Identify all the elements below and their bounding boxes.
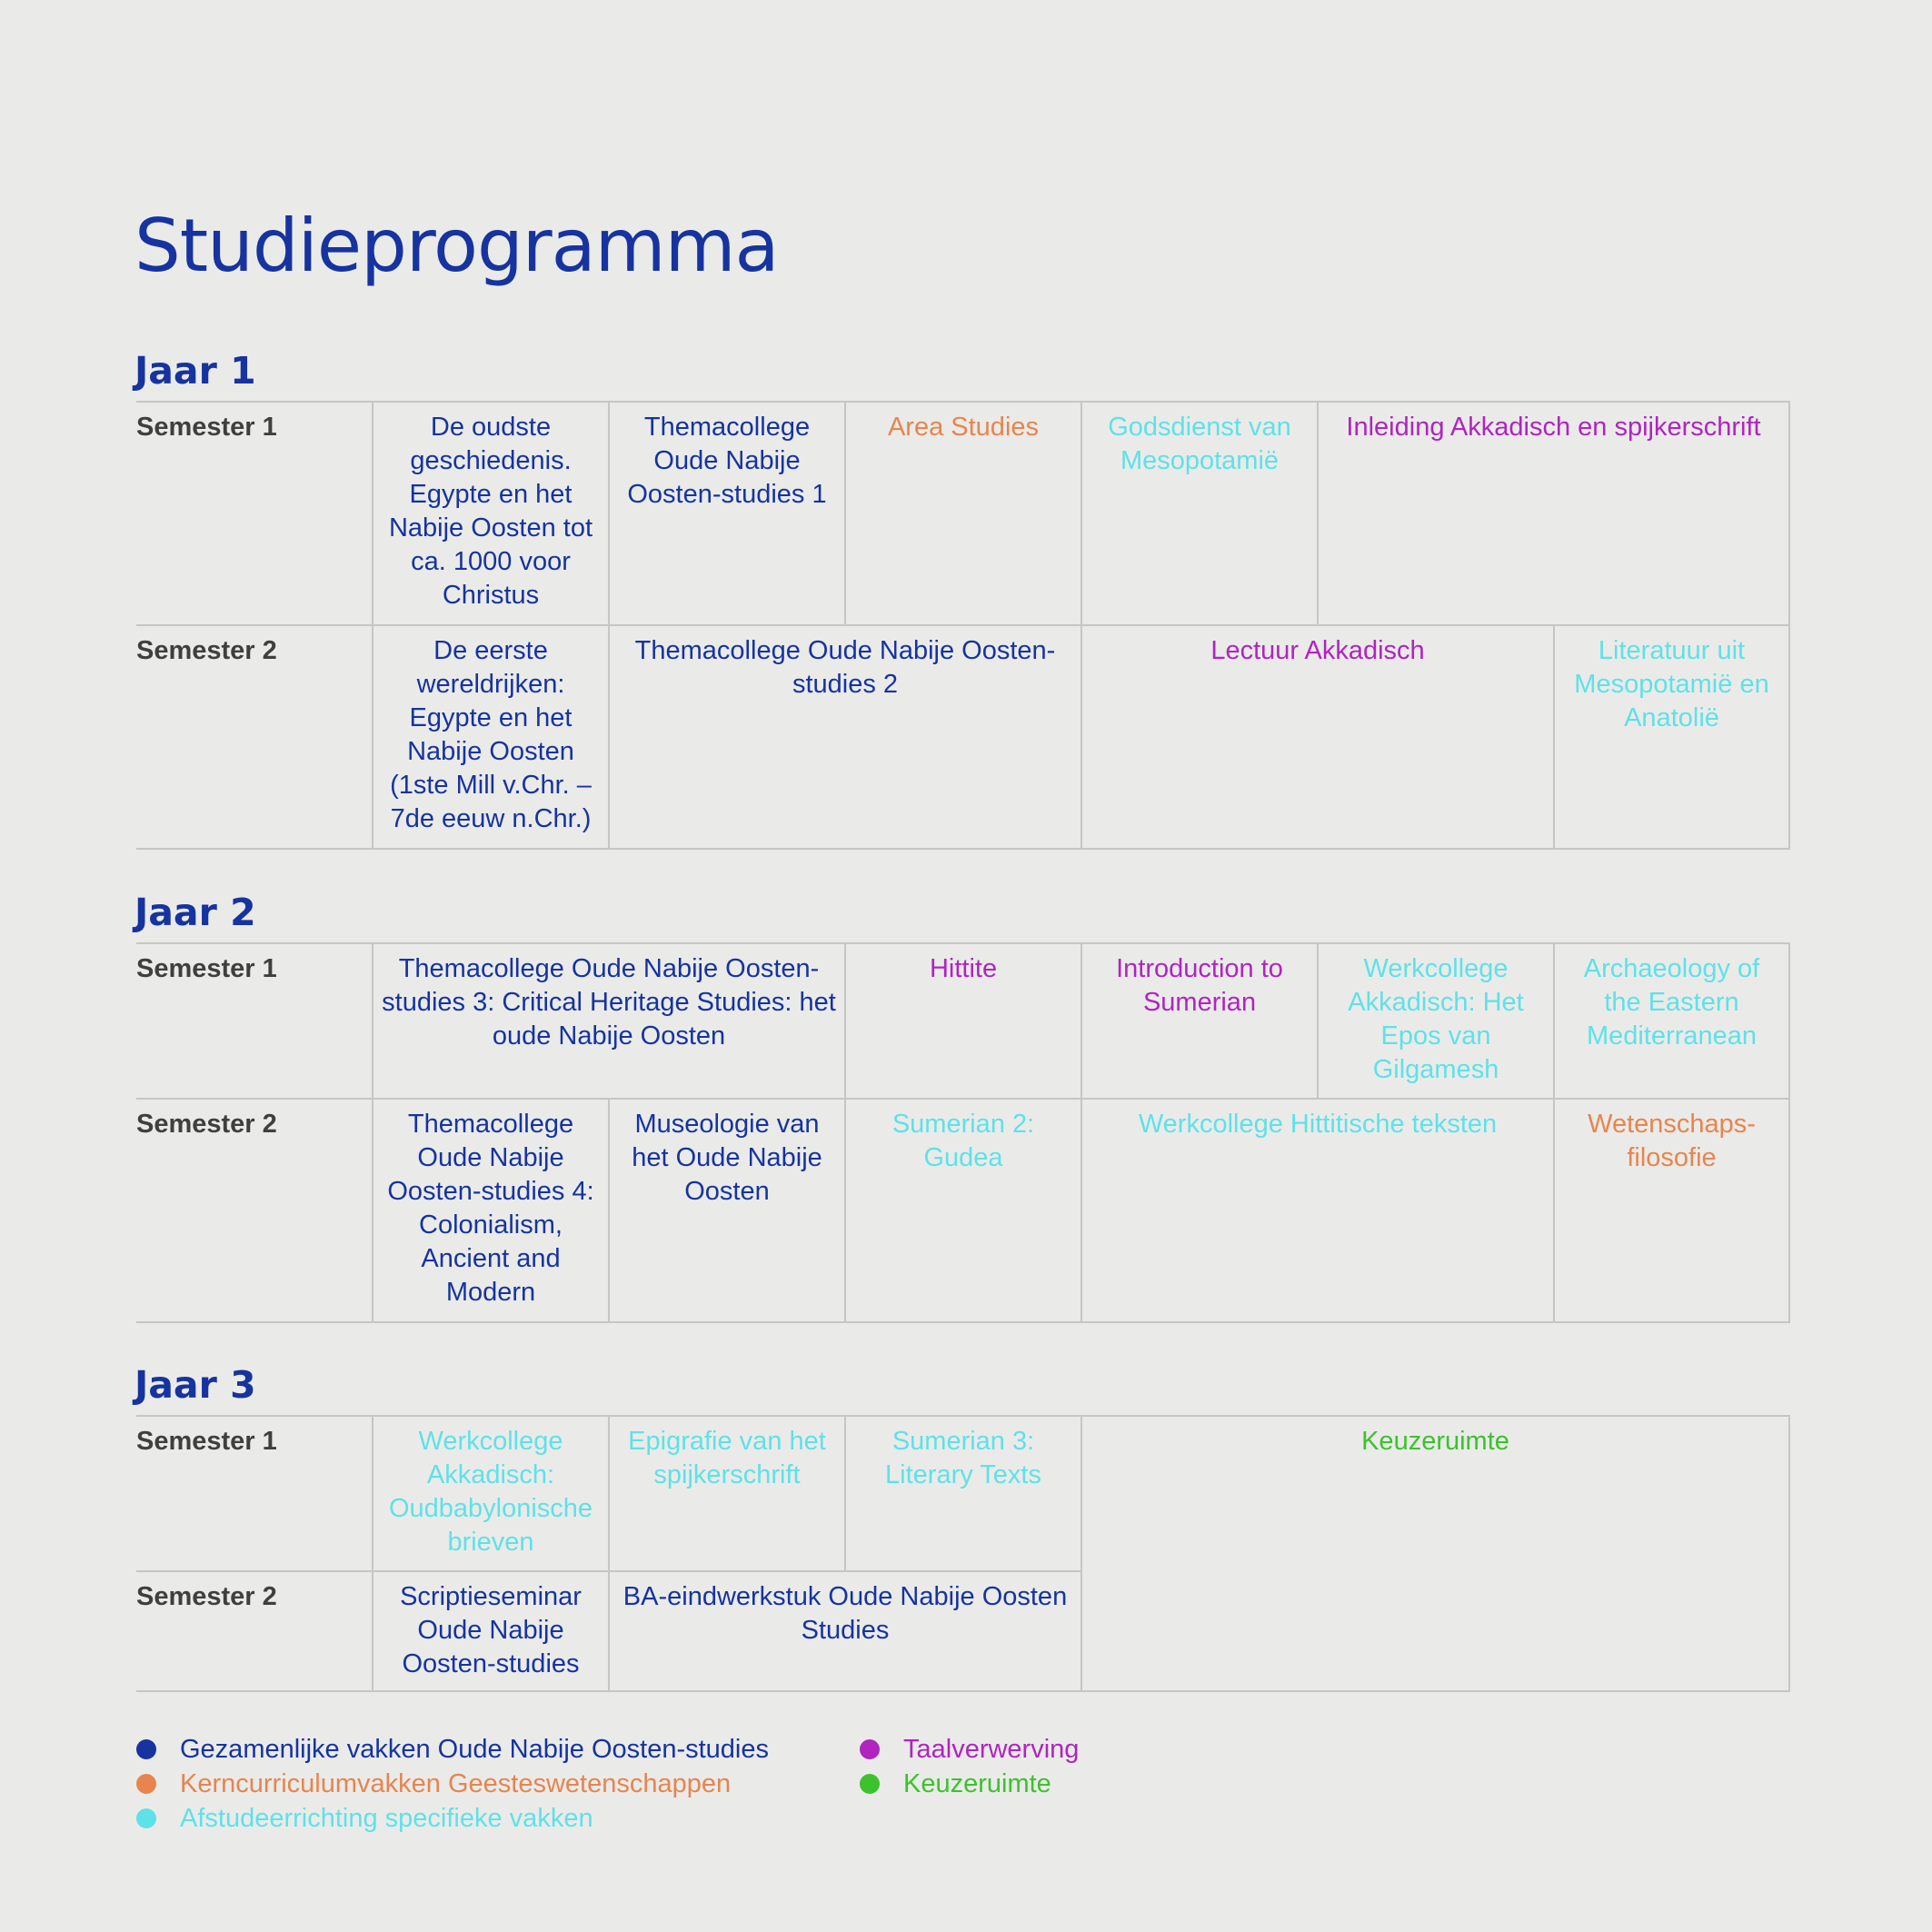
- course-cell: Museologie van het Oude Nabije Oosten: [607, 1098, 847, 1323]
- course-cell: Godsdienst van Mesopotamië: [1081, 401, 1319, 626]
- legend-left: Gezamenlijke vakken Oude Nabije Oosten-s…: [136, 1732, 769, 1836]
- course-cell: Wetenschaps-filosofie: [1553, 1098, 1791, 1323]
- year-1-semester-2-row: Semester 2 De eerste wereldrijken: Egypt…: [136, 624, 1791, 850]
- year-1-semester-1-row: Semester 1 De oudste geschiedenis. Egypt…: [136, 401, 1791, 626]
- legend-item: Kerncurriculumvakken Geesteswetenschappe…: [136, 1767, 769, 1801]
- year-2-semester-1-row: Semester 1 Themacollege Oude Nabije Oost…: [136, 942, 1791, 1100]
- page-title: Studieprogramma: [134, 204, 780, 288]
- year-2-table: Semester 1 Themacollege Oude Nabije Oost…: [136, 942, 1791, 1323]
- year-3-title: Jaar 3: [134, 1363, 256, 1407]
- course-cell: Werkcollege Hittitische teksten: [1081, 1098, 1556, 1323]
- legend-item: Taalverwerving: [860, 1732, 1079, 1767]
- year-2-semester-2-row: Semester 2 Themacollege Oude Nabije Oost…: [136, 1098, 1791, 1323]
- course-cell: Werkcollege Akkadisch: Het Epos van Gilg…: [1317, 942, 1556, 1100]
- course-cell: Inleiding Akkadisch en spijkerschrift: [1316, 401, 1791, 626]
- course-cell: Introduction to Sumerian: [1081, 942, 1320, 1100]
- course-cell: Lectuur Akkadisch: [1081, 624, 1555, 850]
- legend-right: Taalverwerving Keuzeruimte: [860, 1732, 1079, 1801]
- year-2-title: Jaar 2: [134, 891, 256, 934]
- year-1-table: Semester 1 De oudste geschiedenis. Egypt…: [136, 401, 1791, 850]
- legend-item: Keuzeruimte: [860, 1767, 1079, 1801]
- legend-dot-icon: [860, 1739, 880, 1759]
- year-3-semester-2-row: Semester 2 Scriptieseminar Oude Nabije O…: [136, 1570, 1789, 1692]
- course-cell-keuzeruimte: Keuzeruimte: [1080, 1415, 1791, 1692]
- year-3-semester-1-row: Semester 1 Werkcollege Akkadisch: Oudbab…: [136, 1415, 1791, 1692]
- course-cell: BA-eindwerkstuk Oude Nabije Oosten Studi…: [608, 1570, 1082, 1692]
- course-cell: Sumerian 3: Literary Texts: [844, 1415, 1082, 1572]
- course-cell: Themacollege Oude Nabije Oosten-studies …: [372, 1098, 610, 1323]
- legend-label: Gezamenlijke vakken Oude Nabije Oosten-s…: [180, 1735, 769, 1764]
- semester-label: Semester 1: [136, 1415, 373, 1572]
- legend-dot-icon: [860, 1774, 880, 1794]
- legend-label: Taalverwerving: [903, 1735, 1080, 1764]
- legend-label: Keuzeruimte: [903, 1769, 1051, 1798]
- legend-label: Kerncurriculumvakken Geesteswetenschappe…: [180, 1769, 732, 1798]
- course-cell: Themacollege Oude Nabije Oosten-studies …: [608, 624, 1082, 850]
- legend-item: Afstudeerrichting specifieke vakken: [136, 1801, 769, 1836]
- course-cell: Area Studies: [844, 401, 1082, 626]
- legend-label: Afstudeerrichting specifieke vakken: [180, 1804, 593, 1833]
- semester-label: Semester 2: [136, 1098, 373, 1323]
- legend-dot-icon: [136, 1774, 156, 1794]
- course-cell: Epigrafie van het spijkerschrift: [608, 1415, 846, 1572]
- course-cell: Themacollege Oude Nabije Oosten-studies …: [371, 942, 847, 1100]
- semester-label: Semester 2: [136, 624, 373, 850]
- course-cell: Scriptieseminar Oude Nabije Oosten-studi…: [372, 1570, 610, 1692]
- legend-item: Gezamenlijke vakken Oude Nabije Oosten-s…: [136, 1732, 769, 1767]
- course-cell: Literatuur uit Mesopotamië en Anatolië: [1552, 624, 1791, 850]
- semester-label: Semester 2: [136, 1570, 373, 1692]
- course-cell: Themacollege Oude Nabije Oosten-studies …: [608, 401, 846, 626]
- course-cell: Hittite: [844, 942, 1083, 1100]
- course-cell: De oudste geschiedenis. Egypte en het Na…: [372, 401, 610, 626]
- course-cell: Archaeology of the Eastern Mediterranean: [1553, 942, 1791, 1100]
- semester-label: Semester 1: [136, 401, 373, 626]
- course-cell: Sumerian 2: Gudea: [844, 1098, 1083, 1323]
- course-cell: De eerste wereldrijken: Egypte en het Na…: [372, 624, 610, 850]
- semester-label: Semester 1: [136, 942, 373, 1100]
- course-cell: Werkcollege Akkadisch: Oudbabylonische b…: [372, 1415, 610, 1572]
- legend-dot-icon: [136, 1739, 156, 1759]
- legend-dot-icon: [136, 1808, 156, 1828]
- year-1-title: Jaar 1: [134, 349, 256, 393]
- year-3-table: Semester 1 Werkcollege Akkadisch: Oudbab…: [136, 1415, 1791, 1692]
